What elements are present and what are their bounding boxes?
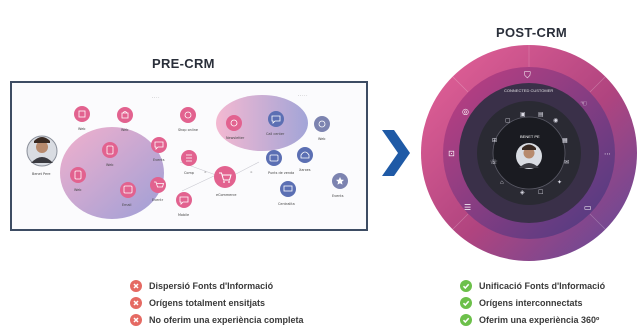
- node-9: Mobile: [176, 192, 192, 217]
- svg-text:▤: ▤: [538, 112, 544, 118]
- person-name: Benet Pere: [32, 172, 50, 176]
- node-2: Web: [117, 107, 133, 132]
- node-12: Call center: [266, 111, 285, 136]
- hub-label: eCommerce: [216, 193, 237, 197]
- svg-text:◈: ◈: [520, 190, 525, 196]
- post-crm-list: Unificació Fonts d'Informació Orígens in…: [460, 277, 605, 328]
- node-1: Web: [74, 106, 90, 131]
- svg-text:Events: Events: [332, 194, 344, 198]
- post-list-text: Orígens interconnectats: [479, 297, 583, 308]
- svg-text:Xarxes: Xarxes: [299, 168, 311, 172]
- node-10: Email: [120, 182, 136, 207]
- pre-list-text: Dispersió Fonts d'Informació: [149, 280, 274, 291]
- pre-crm-diagram: - - - - - - - - - Benet Pere ∞ ∞ Web Web: [10, 81, 368, 231]
- node-15: Punts de venda: [266, 150, 294, 175]
- pre-list-text: Orígens totalment ensitjats: [149, 297, 266, 308]
- pre-crm-title: PRE-CRM: [152, 56, 215, 71]
- svg-text:✦: ✦: [557, 179, 562, 186]
- x-icon: [130, 313, 142, 326]
- svg-text:Centralita: Centralita: [278, 202, 295, 206]
- svg-text:☐: ☐: [538, 189, 543, 196]
- outer-icons: ⛉ ☜ ⋯ ▭ ◎ ⊡ ☰: [448, 70, 611, 212]
- node-16: Centralita: [278, 181, 296, 206]
- post-crm-title: POST-CRM: [496, 25, 568, 40]
- check-icon: [460, 296, 472, 309]
- svg-text:Web: Web: [74, 188, 81, 192]
- link-icon-right: ∞: [250, 170, 253, 174]
- svg-text:Shop online: Shop online: [178, 128, 198, 132]
- node-7: Comp: [181, 150, 197, 175]
- node-14: Xarxes: [297, 147, 313, 172]
- node-5: Shop online: [178, 107, 198, 132]
- pre-list-text: No oferim una experiència completa: [149, 314, 304, 325]
- svg-text:✉: ✉: [564, 160, 569, 166]
- svg-text:Eventr: Eventr: [152, 198, 164, 202]
- svg-text:▦: ▦: [562, 138, 568, 144]
- post-list-item: Unificació Fonts d'Informació: [460, 277, 605, 294]
- svg-text:⌂: ⌂: [500, 180, 504, 186]
- shirt-icon: ⛉: [524, 70, 531, 80]
- svg-text:Call center: Call center: [266, 132, 285, 136]
- node-13: Web: [314, 116, 330, 141]
- section-label-right: - - - - -: [298, 93, 307, 97]
- post-list-text: Oferim una experiència 360º: [479, 314, 600, 325]
- node-8: Eventr: [150, 177, 166, 202]
- svg-text:Web: Web: [318, 137, 325, 141]
- post-crm-diagram: ⛉ ☜ ⋯ ▭ ◎ ⊡ ☰ CONNECTED CUSTOMER ▢ ▣ ▤ ◉…: [421, 45, 637, 261]
- hand-icon: ☜: [580, 99, 587, 108]
- check-icon: [460, 279, 472, 292]
- node-11: Newsletter: [226, 115, 245, 140]
- svg-text:Comp: Comp: [184, 171, 194, 175]
- group-blob-right: [216, 95, 308, 151]
- dots-icon: ⋯: [604, 151, 611, 158]
- center-label: BENET PE: [520, 134, 540, 139]
- svg-text:Web: Web: [78, 127, 85, 131]
- x-icon: [130, 296, 142, 309]
- svg-text:Punts de venda: Punts de venda: [268, 171, 294, 175]
- ecommerce-hub: [214, 166, 236, 188]
- section-label-left: - - - -: [152, 95, 159, 99]
- svg-text:☏: ☏: [490, 159, 498, 166]
- cart-icon: ⊡: [448, 149, 455, 158]
- svg-text:Web: Web: [121, 128, 128, 132]
- pre-crm-list: Dispersió Fonts d'Informació Orígens tot…: [130, 277, 304, 328]
- node-3: Web: [102, 142, 118, 167]
- check-icon: [460, 313, 472, 326]
- svg-text:▣: ▣: [520, 112, 526, 118]
- x-icon: [130, 279, 142, 292]
- post-list-item: Oferim una experiència 360º: [460, 311, 605, 328]
- pre-list-item: Dispersió Fonts d'Informació: [130, 277, 304, 294]
- svg-text:⊞: ⊞: [492, 138, 497, 144]
- svg-text:Web: Web: [106, 163, 113, 167]
- inner-icons: ▢ ▣ ▤ ◉ ⊞ ▦ ☏ ✉ ⌂ ✦ ◈ ☐: [490, 112, 569, 196]
- post-list-text: Unificació Fonts d'Informació: [479, 280, 606, 291]
- svg-text:◉: ◉: [553, 118, 558, 124]
- center-person-avatar: [516, 143, 542, 169]
- svg-text:Newsletter: Newsletter: [226, 136, 245, 140]
- person-avatar: [26, 135, 58, 167]
- pre-crm-svg: - - - - - - - - - Benet Pere ∞ ∞ Web Web: [26, 93, 348, 219]
- pre-list-item: No oferim una experiència completa: [130, 311, 304, 328]
- node-17: Events: [332, 173, 348, 198]
- group-blob-left: [60, 127, 164, 219]
- svg-text:Email: Email: [122, 203, 131, 207]
- globe-icon: ◎: [462, 107, 469, 116]
- pre-list-item: Orígens totalment ensitjats: [130, 294, 304, 311]
- ring-label: CONNECTED CUSTOMER: [504, 88, 553, 93]
- node-4: Web: [70, 167, 86, 192]
- stack-icon: ☰: [464, 203, 471, 212]
- screen-icon: ▭: [584, 203, 592, 212]
- chevron-right-icon: [382, 130, 410, 176]
- svg-text:Events: Events: [153, 158, 165, 162]
- node-6: Events: [151, 137, 167, 162]
- post-list-item: Orígens interconnectats: [460, 294, 605, 311]
- svg-text:▢: ▢: [505, 118, 511, 124]
- link-icon-left: ∞: [204, 170, 207, 174]
- svg-text:Mobile: Mobile: [178, 213, 189, 217]
- ring-dividers: [451, 45, 607, 231]
